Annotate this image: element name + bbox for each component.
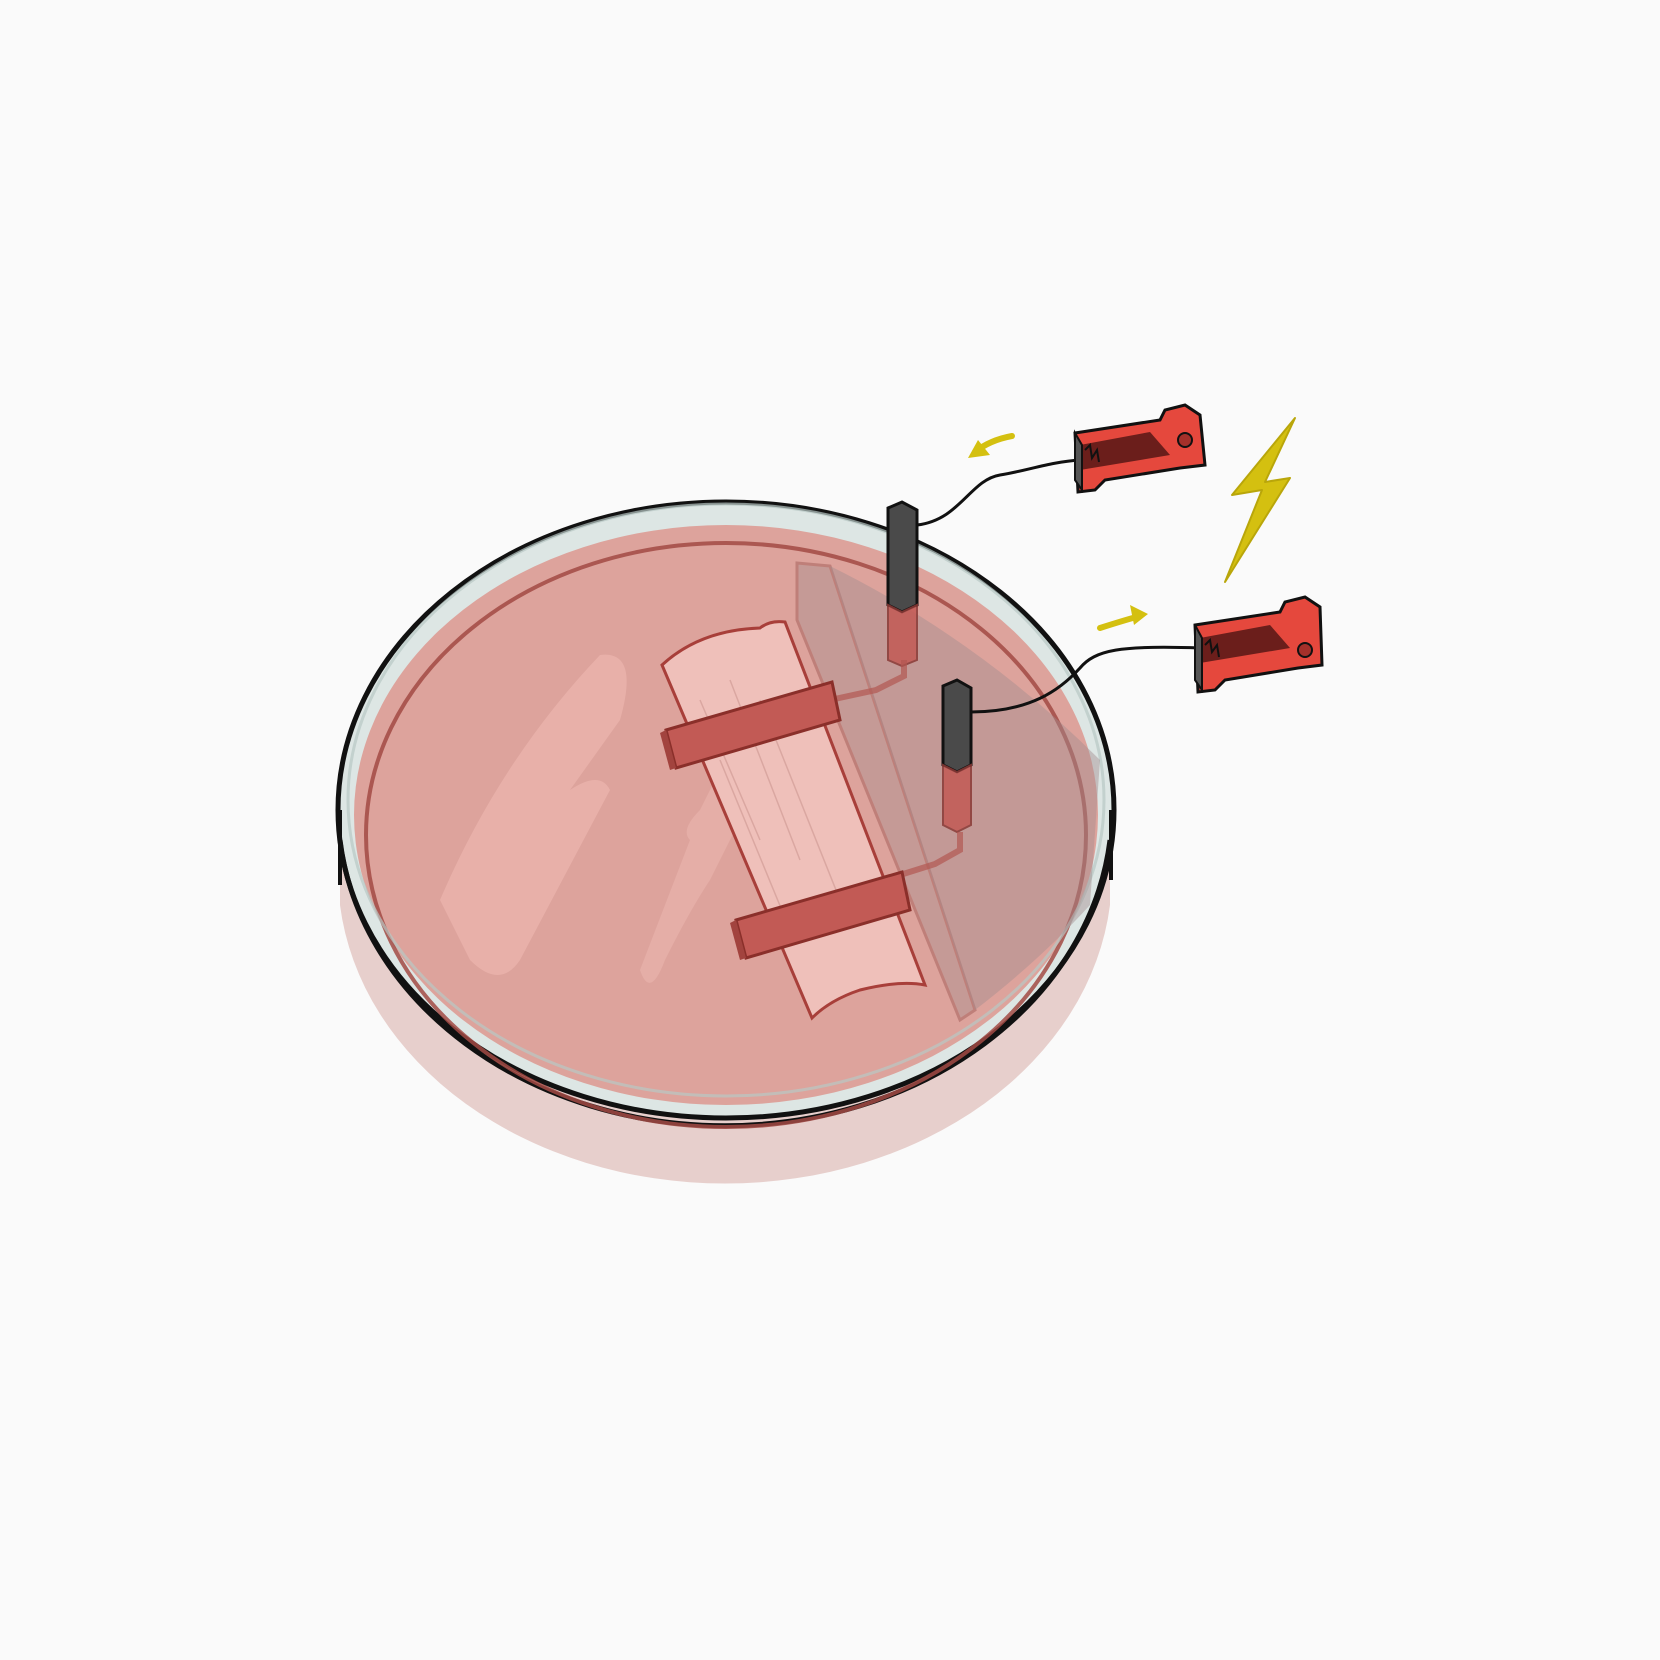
lightning-bolt-icon	[1224, 417, 1296, 583]
arrow-down-left-icon	[968, 433, 1015, 458]
electrode-lower	[730, 678, 973, 960]
wire-lower	[970, 645, 1201, 714]
electrode-upper	[660, 500, 919, 770]
alligator-clip-upper	[1073, 403, 1207, 494]
alligator-clip-lower	[1193, 595, 1324, 694]
arrow-right-icon	[1097, 605, 1148, 631]
dish-inner-rim	[364, 541, 1088, 1129]
wire-upper	[916, 458, 1081, 527]
lead-wires	[916, 458, 1201, 714]
